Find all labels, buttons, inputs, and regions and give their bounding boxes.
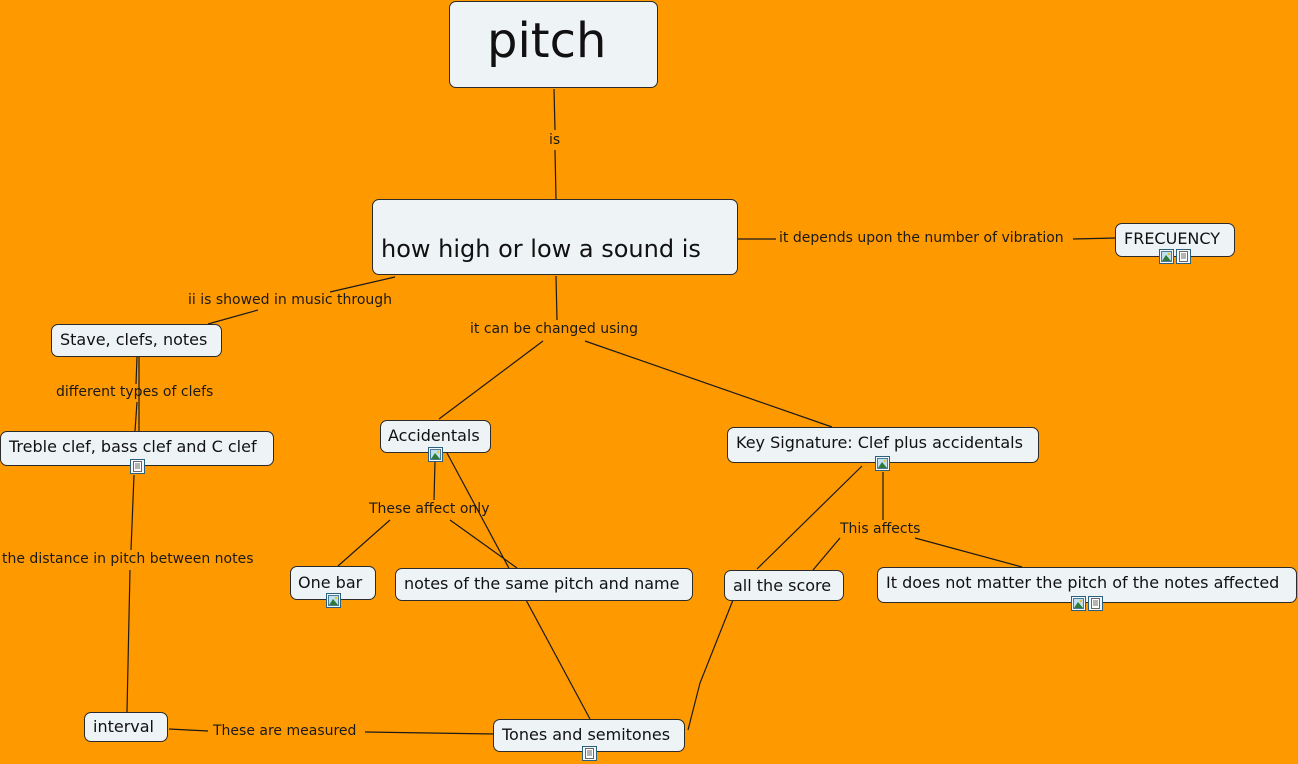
concept-frecuency[interactable]: FRECUENCY: [1115, 223, 1235, 264]
concept-same-pitch[interactable]: notes of the same pitch and name: [395, 568, 693, 601]
link-accidentals-affect-only: [433, 460, 436, 501]
link-label-measured[interactable]: These are measured: [213, 723, 357, 739]
concept-all-score[interactable]: all the score: [724, 570, 844, 601]
link-label-clef-types[interactable]: different types of clefs: [56, 384, 214, 400]
concept-same-pitch-label: notes of the same pitch and name: [404, 574, 680, 593]
link-pitch-is: [553, 88, 556, 131]
concept-stave-label: Stave, clefs, notes: [60, 330, 208, 349]
link-how-high-changed: [555, 275, 558, 321]
concept-accidentals-label: Accidentals: [388, 426, 480, 445]
concept-stave[interactable]: Stave, clefs, notes: [51, 324, 222, 357]
link-clef-types-treble: [134, 401, 138, 432]
concept-interval[interactable]: interval: [84, 712, 168, 742]
link-label-is[interactable]: is: [549, 132, 561, 148]
concept-accidentals[interactable]: Accidentals: [380, 420, 491, 462]
link-affect-only-same-pitch: [449, 519, 518, 569]
link-label-this-affects[interactable]: This affects: [840, 521, 921, 537]
image-icon[interactable]: [1159, 249, 1174, 264]
link-this-affects-all-score: [812, 537, 841, 571]
link-label-showed[interactable]: ii is showed in music through: [188, 292, 393, 308]
link-changed-key-signature: [584, 340, 833, 428]
link-treble-distance: [130, 474, 135, 551]
image-icon[interactable]: [428, 447, 443, 462]
document-icon[interactable]: [130, 459, 145, 474]
link-how-high-showed: [329, 276, 396, 293]
concept-how-high-label: how high or low a sound is: [381, 235, 701, 263]
concept-one-bar[interactable]: One bar: [290, 566, 376, 608]
concept-one-bar-label: One bar: [298, 573, 363, 592]
image-icon[interactable]: [875, 456, 890, 471]
image-icon[interactable]: [1071, 596, 1086, 611]
concept-treble[interactable]: Treble clef, bass clef and C clef: [0, 431, 274, 474]
link-key-signature-tones: [756, 465, 863, 570]
concept-frecuency-label: FRECUENCY: [1124, 229, 1221, 248]
concept-treble-label: Treble clef, bass clef and C clef: [9, 437, 257, 456]
document-icon[interactable]: [1088, 596, 1103, 611]
link-label-depends[interactable]: it depends upon the number of vibration: [779, 230, 1064, 246]
link-label-affect-only[interactable]: These affect only: [369, 501, 490, 517]
link-affect-only-one-bar: [337, 519, 391, 567]
link-distance-interval: [126, 569, 131, 713]
image-icon[interactable]: [326, 593, 341, 608]
concept-how-high[interactable]: how high or low a sound is: [372, 199, 738, 275]
link-is-how-high: [554, 149, 557, 200]
concept-key-signature-label: Key Signature: Clef plus accidentals: [736, 433, 1023, 452]
concept-interval-label: interval: [93, 717, 154, 736]
document-icon[interactable]: [582, 746, 597, 761]
link-depends-frecuency: [1072, 237, 1117, 240]
link-this-affects-does-not-matter: [914, 537, 1023, 568]
concept-does-not-matter[interactable]: It does not matter the pitch of the note…: [877, 567, 1297, 611]
link-changed-accidentals: [438, 340, 544, 420]
link-measured-tones: [364, 731, 495, 735]
link-label-changed[interactable]: it can be changed using: [470, 321, 639, 337]
link-stave-clef-types: [135, 356, 138, 385]
concept-tones-label: Tones and semitones: [502, 725, 671, 744]
link-showed-stave: [207, 309, 259, 325]
concept-all-score-label: all the score: [733, 576, 832, 595]
document-icon[interactable]: [1176, 249, 1191, 264]
link-all-score-tones: [687, 599, 734, 731]
concept-key-signature[interactable]: Key Signature: Clef plus accidentals: [727, 427, 1039, 471]
link-label-distance[interactable]: the distance in pitch between notes: [2, 551, 254, 567]
concept-pitch-label: pitch: [487, 13, 607, 69]
concept-does-not-matter-label: It does not matter the pitch of the note…: [886, 573, 1280, 592]
concept-tones[interactable]: Tones and semitones: [493, 719, 685, 761]
concept-pitch[interactable]: pitch: [449, 1, 658, 88]
link-interval-measured: [168, 728, 209, 732]
